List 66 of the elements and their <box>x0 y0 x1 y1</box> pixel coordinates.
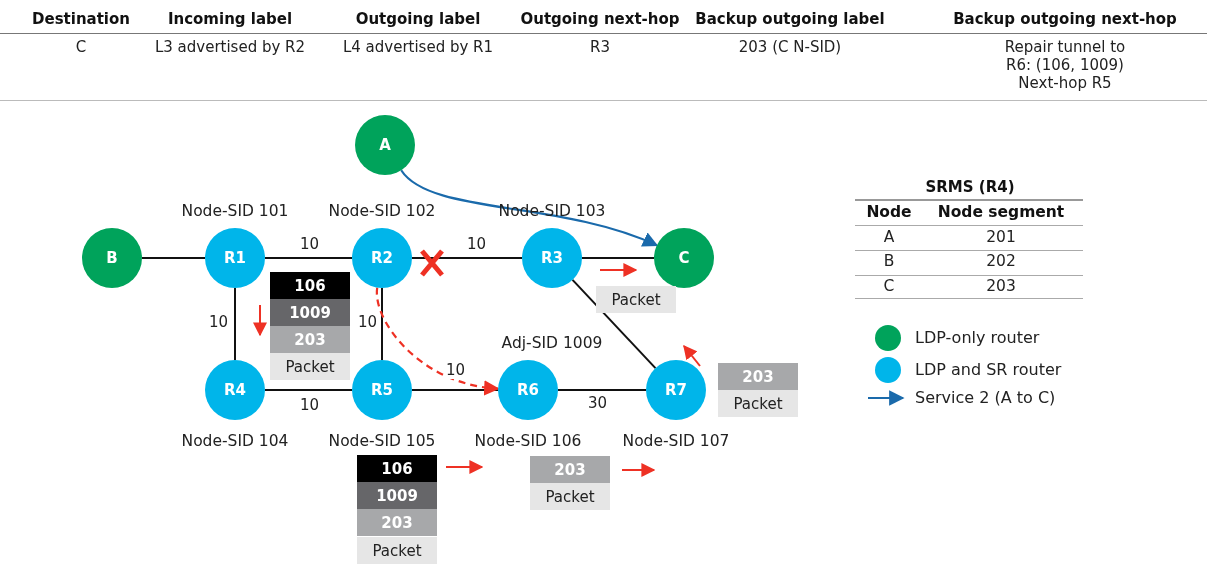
link-line <box>411 257 523 259</box>
link-line <box>141 257 206 259</box>
label-box: 203 <box>530 456 610 483</box>
table-cell-text: L4 advertised by R1 <box>341 38 495 56</box>
column-header: Outgoing label <box>354 10 482 28</box>
arrow <box>400 169 659 248</box>
link-line <box>264 257 353 259</box>
label-box: 1009 <box>270 299 350 326</box>
column-header: Node <box>865 203 913 221</box>
link-line <box>381 287 383 361</box>
link-line <box>264 389 353 391</box>
table-cell-text: L3 advertised by R2 <box>153 38 307 56</box>
legend-label: LDP-only router <box>915 328 1040 347</box>
label-box: 203 <box>357 509 437 536</box>
label-box: 1009 <box>357 482 437 509</box>
column-header: Outgoing next-hop <box>520 10 680 28</box>
table-cell-text: C <box>882 276 896 295</box>
table-cell-text: 203 (C N-SID) <box>737 38 843 56</box>
router-node: R7 <box>646 360 706 420</box>
sid-label: Node-SID 104 <box>181 432 289 450</box>
packet-box: Packet <box>596 286 676 313</box>
arrow <box>375 287 500 395</box>
table-cell-text: 203 <box>985 276 1017 295</box>
link-line <box>557 389 647 391</box>
sid-label: Node-SID 101 <box>181 202 289 220</box>
column-header: Incoming label <box>166 10 294 28</box>
packet-box: Packet <box>270 353 350 380</box>
table-cell-text: B <box>882 252 896 270</box>
router-node: R6 <box>498 360 558 420</box>
packet-box: Packet <box>530 483 610 510</box>
packet-box: Packet <box>357 537 437 564</box>
router-node: R1 <box>205 228 265 288</box>
column-header: Backup outgoing label <box>694 10 886 28</box>
label-box: 203 <box>270 326 350 353</box>
column-header: Backup outgoing next-hop <box>952 10 1178 28</box>
sid-label: Node-SID 102 <box>328 202 436 220</box>
sid-label: Adj-SID 1009 <box>500 334 604 352</box>
legend-label: Service 2 (A to C) <box>915 388 1056 407</box>
column-header: Node segment <box>936 203 1066 221</box>
router-node: R2 <box>352 228 412 288</box>
router-node: C <box>654 228 714 288</box>
table-cell-text: A <box>882 227 896 246</box>
router-node: R4 <box>205 360 265 420</box>
link-line <box>581 257 655 259</box>
sid-label: Node-SID 105 <box>328 432 436 450</box>
link-line <box>234 287 236 361</box>
sid-label: Node-SID 106 <box>474 432 582 450</box>
table-cell-text: 201 <box>985 227 1017 246</box>
table-cell-text: Repair tunnel to R6: (106, 1009) Next-hop R5 <box>1003 38 1127 92</box>
table-cell-text: 202 <box>985 252 1017 270</box>
router-node: A <box>355 115 415 175</box>
router-node: R5 <box>352 360 412 420</box>
column-header: Destination <box>31 10 131 28</box>
legend-label: LDP and SR router <box>915 360 1062 379</box>
label-box: 106 <box>357 455 437 482</box>
sid-label: Node-SID 107 <box>622 432 730 450</box>
link-line <box>411 389 499 391</box>
link-line <box>571 278 657 370</box>
table-cell-text: R3 <box>589 38 611 56</box>
label-box: 106 <box>270 272 350 299</box>
router-node: R3 <box>522 228 582 288</box>
packet-box: Packet <box>718 390 798 417</box>
router-node: B <box>82 228 142 288</box>
table-cell-text: C <box>74 38 88 56</box>
label-box: 203 <box>718 363 798 390</box>
table-title: SRMS (R4) <box>924 178 1016 196</box>
